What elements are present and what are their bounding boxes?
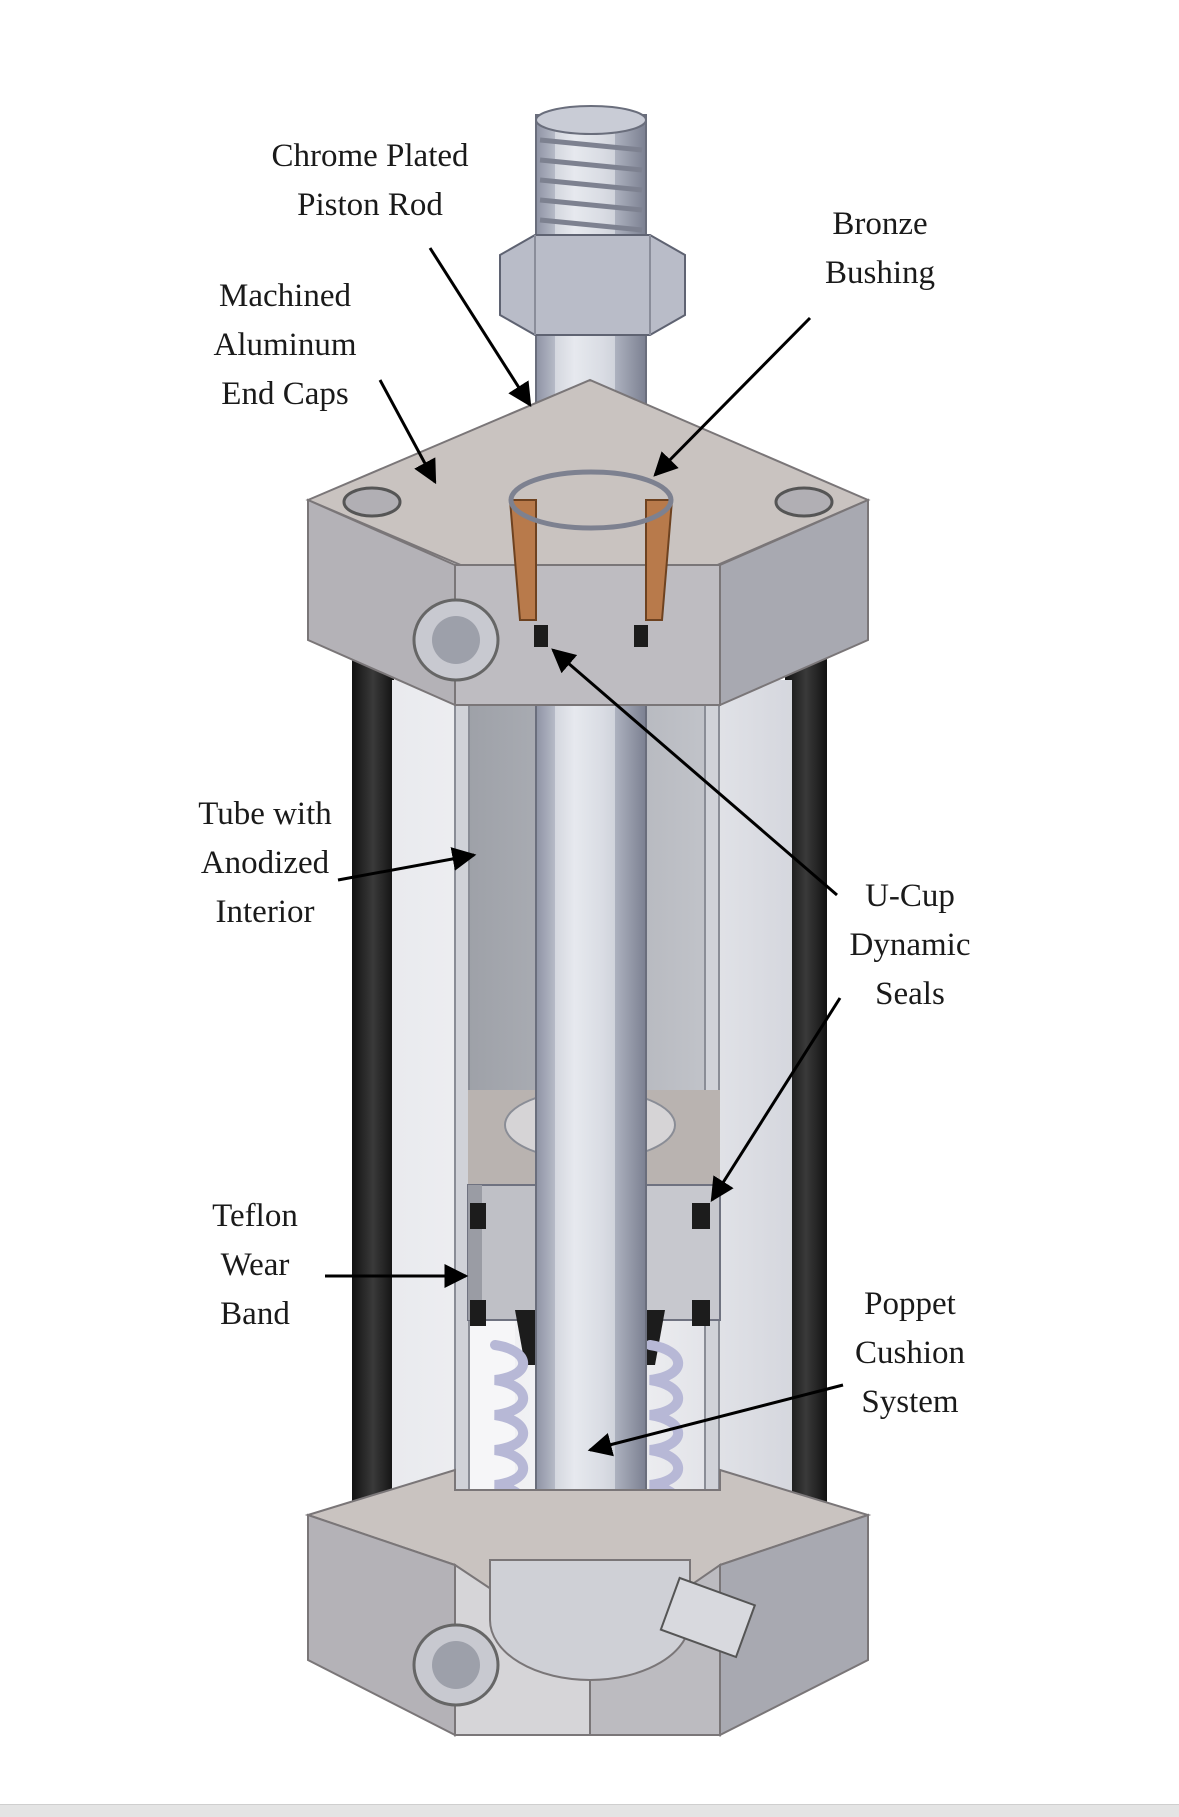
label-poppet: Poppet Cushion System — [820, 1280, 1000, 1427]
label-line: Piston Rod — [297, 187, 443, 223]
arrow-ucup-lower — [710, 997, 842, 1203]
ucup-seal-rod-l — [534, 625, 548, 647]
label-line: Aluminum — [213, 327, 357, 363]
arrow-tube — [337, 847, 477, 882]
label-end-caps: Machined Aluminum End Caps — [180, 272, 390, 419]
piston-rod — [499, 105, 686, 1551]
arrow-ucup-upper — [551, 648, 838, 897]
label-line: End Caps — [221, 376, 349, 412]
label-wear-band: Teflon Wear Band — [175, 1192, 335, 1339]
label-line: Tube with — [198, 796, 332, 832]
viewer-bottom-bar — [0, 1804, 1179, 1817]
label-line: U-Cup — [865, 878, 955, 914]
label-line: Chrome Plated — [271, 138, 469, 174]
label-tube: Tube with Anodized Interior — [160, 790, 370, 937]
label-line: Bronze — [832, 206, 928, 242]
label-line: Wear — [220, 1247, 290, 1283]
arrow-bronze-bushing — [653, 316, 812, 477]
ucup-seal-rod-r — [634, 625, 648, 647]
label-line: System — [861, 1384, 959, 1420]
label-ucup-seals: U-Cup Dynamic Seals — [815, 872, 1005, 1019]
label-line: Cushion — [854, 1335, 966, 1371]
cap-screw-right — [774, 486, 834, 518]
ucup-seal-piston-r2 — [692, 1300, 710, 1326]
top-end-cap — [305, 378, 871, 707]
label-line: Poppet — [864, 1286, 956, 1322]
ucup-seal-piston-l1 — [470, 1203, 486, 1229]
arrow-poppet — [587, 1383, 844, 1457]
bottom-end-cap — [304, 1468, 872, 1737]
label-line: Anodized — [200, 845, 330, 881]
ucup-seal-piston-l2 — [470, 1300, 486, 1326]
bronze-bushing — [508, 499, 674, 621]
rod-nut — [499, 234, 686, 336]
label-bronze-bushing: Bronze Bushing — [780, 200, 980, 298]
label-line: Teflon — [212, 1198, 298, 1234]
poppet-springs — [490, 1340, 684, 1525]
arrow-piston-rod — [428, 247, 532, 408]
label-line: Bushing — [824, 255, 936, 291]
label-line: Dynamic — [849, 927, 971, 963]
arrow-end-caps — [378, 379, 437, 485]
label-line: Interior — [215, 894, 315, 930]
label-line: Band — [220, 1296, 290, 1332]
ucup-seal-piston-r1 — [692, 1203, 710, 1229]
leader-arrows — [325, 247, 844, 1457]
label-line: Machined — [219, 278, 351, 314]
label-line: Seals — [875, 976, 945, 1012]
poppet-valve — [659, 1576, 757, 1659]
cap-screw-left — [342, 486, 402, 518]
tie-rod-left — [352, 640, 394, 1520]
label-piston-rod: Chrome Plated Piston Rod — [245, 132, 495, 230]
